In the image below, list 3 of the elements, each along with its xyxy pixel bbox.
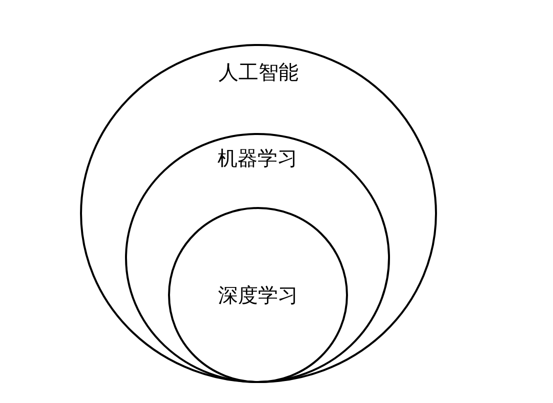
circle-label: 机器学习 (218, 146, 298, 170)
circle-label: 人工智能 (218, 60, 298, 84)
circle-label: 深度学习 (218, 283, 298, 307)
